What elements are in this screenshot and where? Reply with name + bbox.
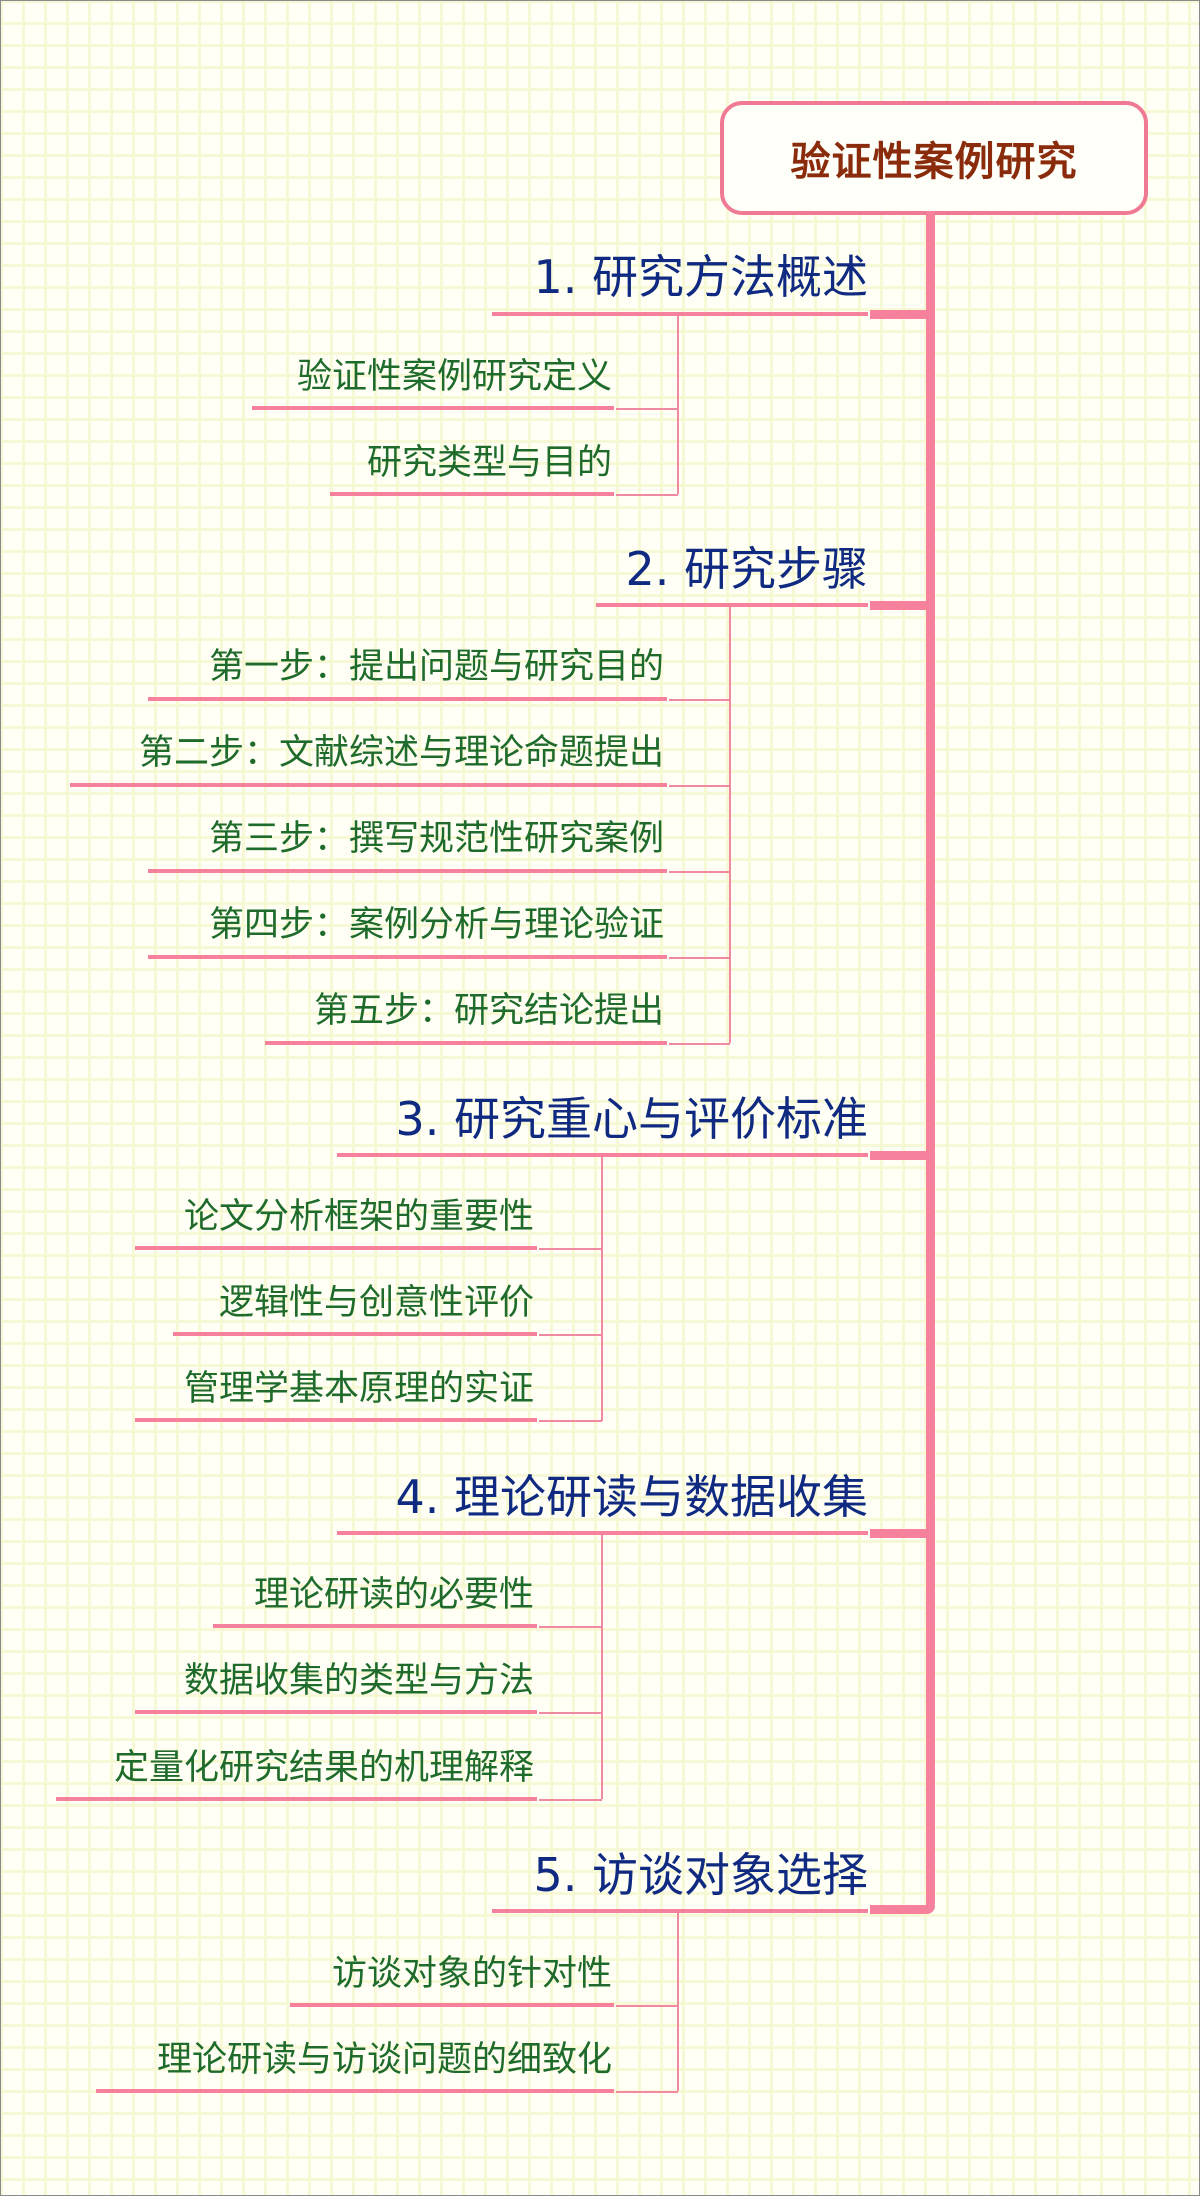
branch-node-5[interactable]: 5. 访谈对象选择 xyxy=(533,1848,868,1902)
child-connector xyxy=(669,871,730,873)
child-connector xyxy=(616,494,678,496)
child-node[interactable]: 理论研读与访谈问题的细致化 xyxy=(156,2040,612,2080)
child-underline xyxy=(265,1041,667,1045)
branch-underline-2 xyxy=(596,603,868,607)
child-underline xyxy=(252,406,614,410)
branch-connector-1 xyxy=(870,310,930,319)
branch-node-1[interactable]: 1. 研究方法概述 xyxy=(533,250,868,304)
child-underline xyxy=(148,869,667,873)
child-underline xyxy=(135,1418,537,1422)
child-connector xyxy=(539,1626,602,1628)
child-connector xyxy=(669,785,730,787)
child-underline xyxy=(213,1624,537,1628)
child-node[interactable]: 管理学基本原理的实证 xyxy=(183,1369,534,1409)
child-node[interactable]: 数据收集的类型与方法 xyxy=(183,1661,534,1701)
child-connector xyxy=(616,408,678,410)
child-connector xyxy=(616,2091,678,2093)
sub-connector-3 xyxy=(601,1157,603,1421)
child-node[interactable]: 访谈对象的针对性 xyxy=(331,1954,612,1994)
root-node[interactable]: 验证性案例研究 xyxy=(720,101,1148,215)
child-connector xyxy=(539,1799,602,1801)
child-underline xyxy=(148,955,667,959)
branch-connector-5 xyxy=(870,1905,935,1914)
sub-connector-1 xyxy=(677,316,679,494)
child-underline xyxy=(148,697,667,701)
child-node[interactable]: 理论研读的必要性 xyxy=(253,1575,534,1615)
branch-connector-4 xyxy=(870,1529,930,1538)
child-connector xyxy=(669,699,730,701)
child-node[interactable]: 第五步：研究结论提出 xyxy=(313,991,664,1031)
child-node[interactable]: 研究类型与目的 xyxy=(366,443,612,483)
child-node[interactable]: 第二步：文献综述与理论命题提出 xyxy=(138,733,664,773)
child-underline xyxy=(96,2089,614,2093)
branch-node-2[interactable]: 2. 研究步骤 xyxy=(625,542,868,596)
branch-underline-5 xyxy=(492,1909,868,1913)
sub-connector-4 xyxy=(601,1535,603,1799)
trunk-connector xyxy=(926,211,935,1911)
child-connector xyxy=(539,1334,602,1336)
child-connector xyxy=(539,1712,602,1714)
branch-underline-1 xyxy=(492,312,868,316)
branch-node-3[interactable]: 3. 研究重心与评价标准 xyxy=(395,1092,868,1146)
child-node[interactable]: 定量化研究结果的机理解释 xyxy=(113,1748,534,1788)
branch-underline-4 xyxy=(337,1531,868,1535)
branch-underline-3 xyxy=(337,1153,868,1157)
child-connector xyxy=(669,1043,730,1045)
child-node[interactable]: 第四步：案例分析与理论验证 xyxy=(208,905,664,945)
child-node[interactable]: 验证性案例研究定义 xyxy=(296,357,612,397)
child-underline xyxy=(173,1332,537,1336)
root-label: 验证性案例研究 xyxy=(790,139,1078,185)
sub-connector-2 xyxy=(729,607,731,1043)
child-node[interactable]: 第三步：撰写规范性研究案例 xyxy=(208,819,664,859)
child-underline xyxy=(70,783,667,787)
child-connector xyxy=(539,1248,602,1250)
child-underline xyxy=(290,2003,614,2007)
child-connector xyxy=(669,957,730,959)
child-node[interactable]: 论文分析框架的重要性 xyxy=(183,1197,534,1237)
child-connector xyxy=(539,1420,602,1422)
branch-connector-2 xyxy=(870,601,930,610)
child-underline xyxy=(330,492,614,496)
child-underline xyxy=(135,1710,537,1714)
child-node[interactable]: 第一步：提出问题与研究目的 xyxy=(208,647,664,687)
sub-connector-5 xyxy=(677,1913,679,2091)
child-underline xyxy=(56,1797,537,1801)
child-connector xyxy=(616,2005,678,2007)
branch-node-4[interactable]: 4. 理论研读与数据收集 xyxy=(395,1470,868,1524)
child-underline xyxy=(135,1246,537,1250)
branch-connector-3 xyxy=(870,1151,930,1160)
child-node[interactable]: 逻辑性与创意性评价 xyxy=(218,1283,534,1323)
